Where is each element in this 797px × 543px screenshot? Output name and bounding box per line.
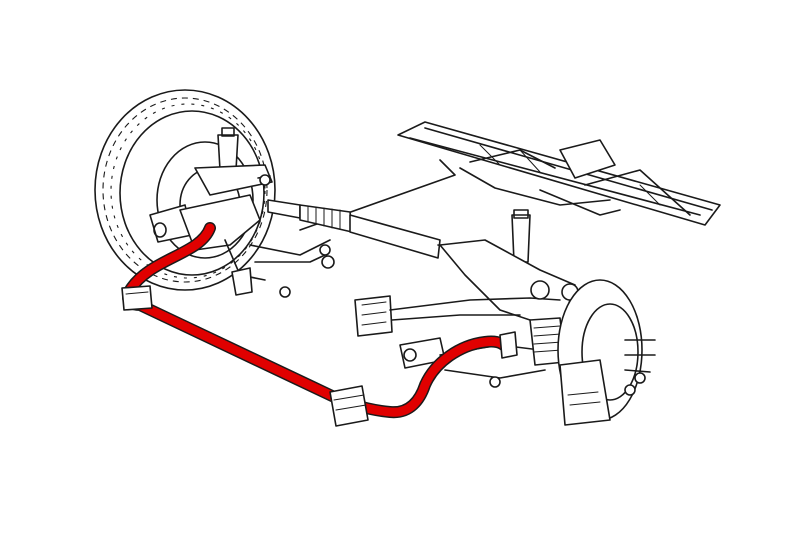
left-wheel <box>94 89 276 291</box>
anti-roll-bar <box>122 222 514 419</box>
right-brake-disc <box>557 279 656 426</box>
drop-link-right <box>499 331 518 359</box>
crossmember-frame <box>299 121 721 231</box>
steering-rack <box>267 199 471 259</box>
anti-roll-bar-bush-right <box>329 385 369 427</box>
anti-roll-bar-bush-left <box>121 285 153 311</box>
